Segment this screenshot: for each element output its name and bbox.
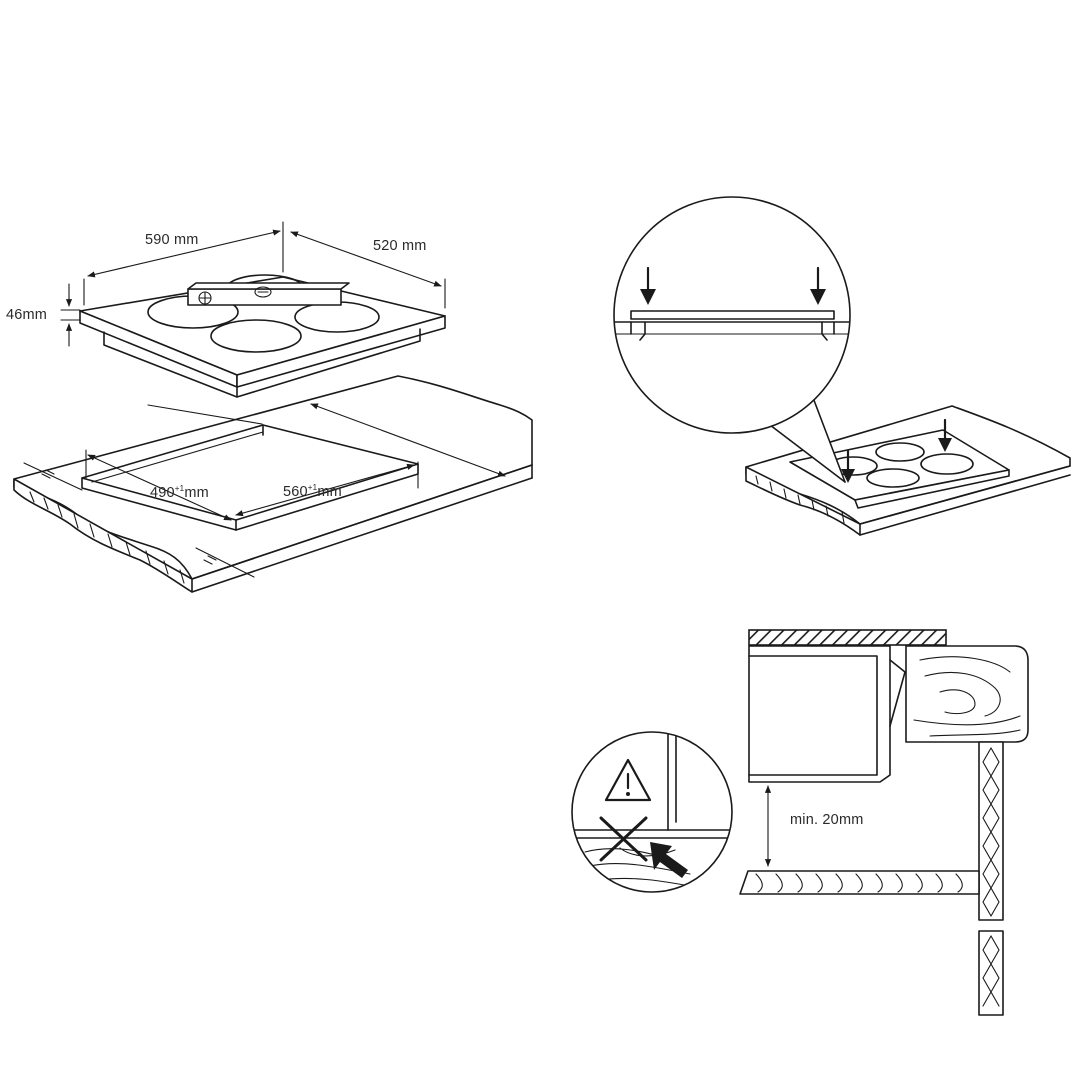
cooking-zone-front — [210, 319, 302, 353]
arrow-down-icon — [810, 266, 826, 305]
arrow-down-icon — [938, 418, 952, 452]
worktop-cutout: 490+1mm 560+1mm — [13, 375, 533, 593]
cabinet-wall — [978, 741, 1004, 921]
dimension-depth: 520 mm — [290, 231, 446, 309]
spirit-level — [187, 282, 350, 306]
clearance-panel: min. 20mm — [571, 629, 1029, 1016]
clearance-label: min. 20mm — [790, 812, 864, 828]
detail-circle-warning — [571, 731, 733, 893]
warning-triangle-icon — [604, 758, 652, 802]
height-label: 46mm — [6, 307, 47, 323]
depth-label: 520 mm — [373, 238, 427, 254]
arrow-down-icon — [640, 266, 656, 305]
cross-icon — [599, 816, 648, 862]
dimension-width: 590 mm — [83, 221, 284, 306]
shelf — [739, 870, 980, 895]
arrow-down-icon — [841, 449, 855, 483]
hob-body-section — [748, 645, 891, 783]
width-label: 590 mm — [145, 232, 199, 248]
worktop-section — [748, 629, 947, 646]
hob-dimensions-panel: 590 mm 520 mm 46mm — [6, 221, 533, 593]
hob-insertion-panel — [613, 196, 1071, 536]
cabinet-side — [905, 645, 1029, 743]
hob — [79, 274, 446, 398]
cutout-depth-label: 490+1mm — [150, 484, 209, 501]
dimension-height: 46mm — [6, 283, 81, 347]
cutout-width-label: 560+1mm — [283, 483, 342, 500]
pointer-arrow-icon — [650, 842, 688, 878]
